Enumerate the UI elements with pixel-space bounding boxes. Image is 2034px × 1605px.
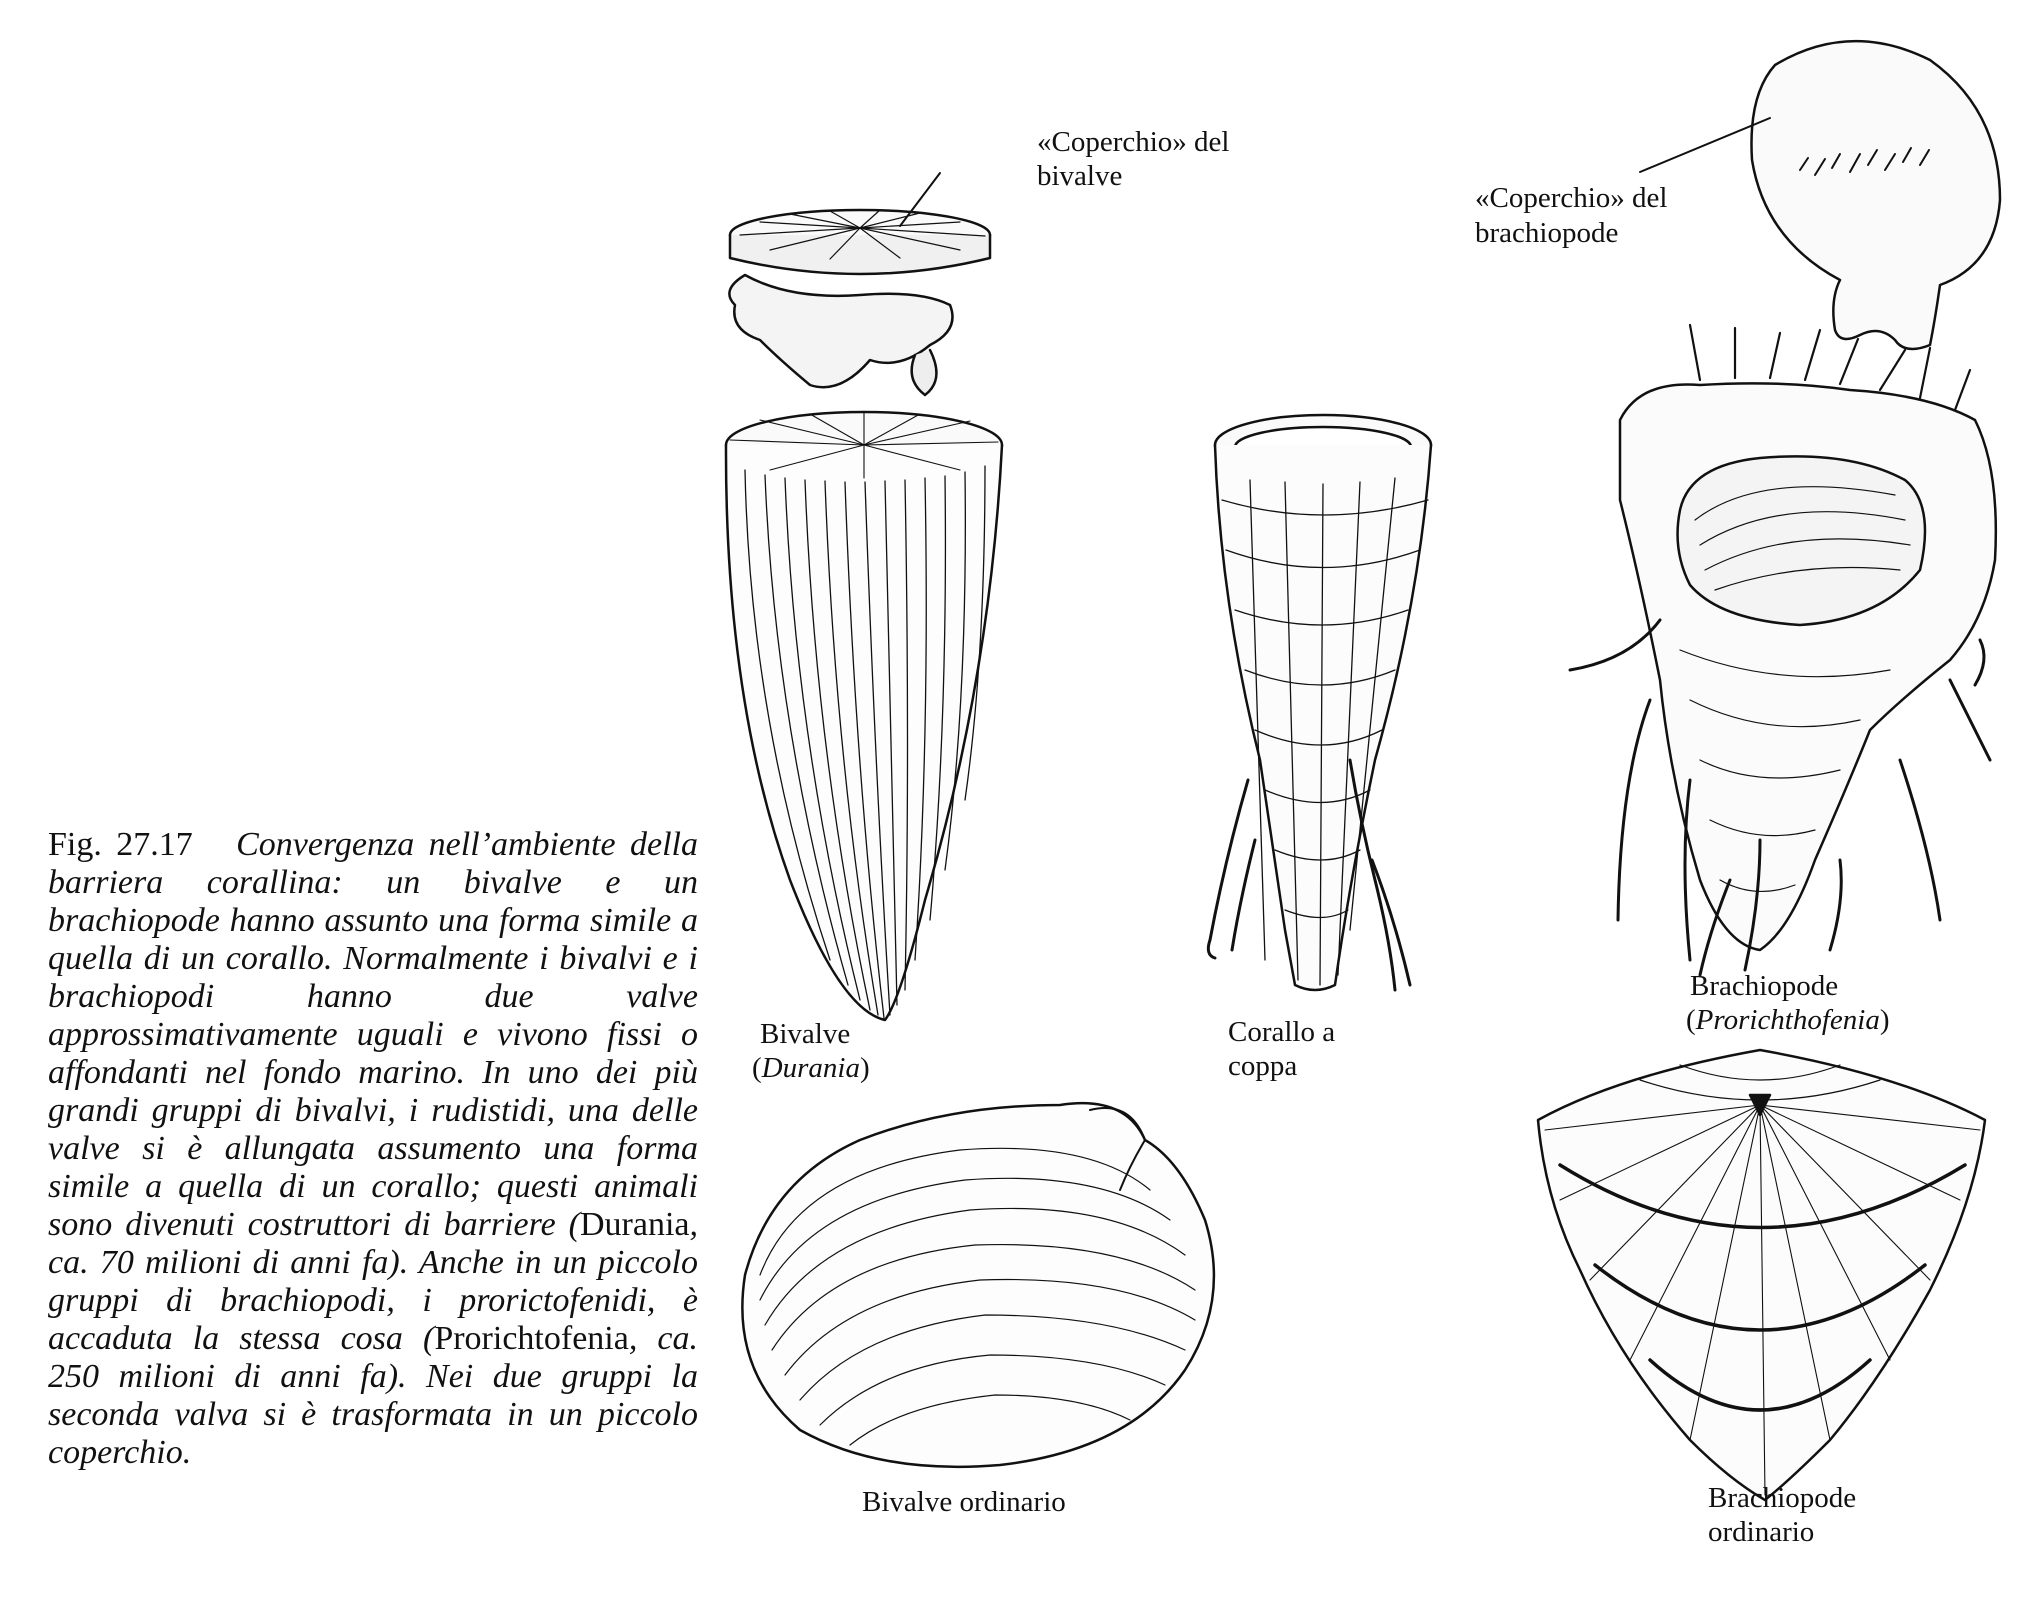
figure-caption: Fig. 27.17 Convergenza nell’ambiente del…	[48, 826, 698, 1472]
ordinary-brachiopod-drawing	[1536, 1048, 1987, 1502]
label-durania-line1: Bivalve	[760, 1018, 851, 1050]
label-ordinary-brachiopod-line1: Brachiopode	[1708, 1482, 1857, 1514]
label-bivalve-lid-line2: bivalve	[1037, 160, 1123, 192]
label-ordinary-bivalve: Bivalve ordinario	[862, 1486, 1066, 1518]
caption-text-2: , ca. 70 milioni di anni fa). Anche in u…	[48, 1206, 698, 1357]
label-brachiopod-lid-line1: «Coperchio» del	[1475, 182, 1668, 214]
cup-coral-drawing	[1206, 413, 1433, 992]
bivalve-lid-drawing	[728, 172, 992, 397]
label-ordinary-brachiopod-line2: ordinario	[1708, 1516, 1815, 1548]
label-prorichthofenia-line2: (Prorichthofenia)	[1686, 1004, 1890, 1036]
durania-drawing	[724, 410, 1004, 1022]
label-cup-coral-line1: Corallo a	[1228, 1016, 1336, 1048]
label-brachiopod-lid-line2: brachiopode	[1475, 217, 1619, 249]
brachiopod-lid-drawing	[1639, 40, 2002, 351]
caption-genus-durania: Durania	[579, 1206, 690, 1243]
ordinary-bivalve-drawing	[741, 1101, 1216, 1469]
figure-number: Fig. 27.17	[48, 826, 193, 863]
label-durania-line2: (Durania)	[752, 1052, 870, 1084]
prorichthofenia-drawing	[1568, 323, 1998, 977]
label-prorichthofenia-line1: Brachiopode	[1690, 970, 1839, 1002]
caption-genus-prorichtofenia: Prorichtofenia	[434, 1320, 629, 1357]
label-bivalve-lid-line1: «Coperchio» del	[1037, 126, 1230, 158]
caption-text-1: Convergenza nell’ambiente della barriera…	[48, 826, 699, 1243]
caption-text-3: , ca. 250 milioni di anni fa). Nei due g…	[48, 1320, 699, 1471]
label-cup-coral-line2: coppa	[1228, 1050, 1298, 1082]
